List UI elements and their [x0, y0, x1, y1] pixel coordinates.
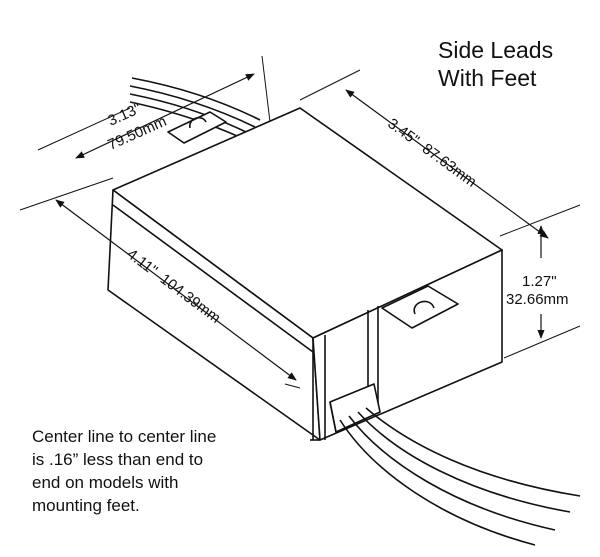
depth-inches-label: 3.45" — [384, 115, 422, 149]
title-line-2: With Feet — [438, 65, 537, 91]
lead-bushing — [329, 383, 381, 433]
height-mm-label: 32.66mm — [506, 291, 569, 308]
depth-mm-label: 87.63mm — [419, 140, 480, 191]
height-inches-label: 1.27" — [522, 273, 557, 290]
dimension-lines — [55, 73, 549, 381]
mounting-note: Center line to center line is .16” less … — [32, 425, 216, 517]
side-lead-wires — [339, 407, 581, 546]
note-line-2: is .16” less than end to — [32, 450, 204, 469]
note-line-1: Center line to center line — [32, 427, 217, 446]
title-line-1: Side Leads — [438, 37, 554, 63]
length-dimension-line — [55, 199, 297, 381]
width-dimension-line — [75, 73, 255, 159]
diagram-title: Side Leads With Feet — [438, 36, 553, 92]
note-line-4: mounting feet. — [32, 496, 140, 515]
note-line-3: end on models with — [32, 473, 179, 492]
depth-dimension-line — [345, 89, 549, 239]
